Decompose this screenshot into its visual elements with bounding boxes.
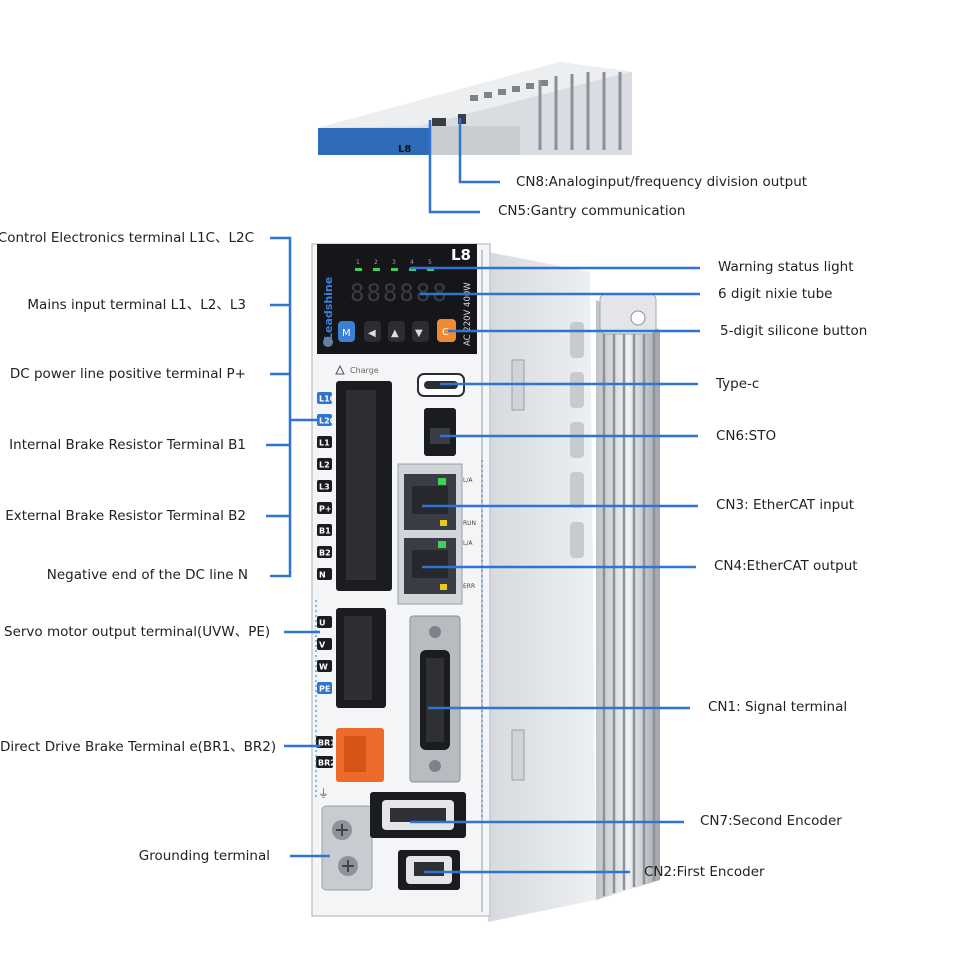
status-led xyxy=(355,268,362,271)
port-led-label: L/A xyxy=(463,540,473,547)
svg-text:▼: ▼ xyxy=(415,328,423,339)
led-number: 1 xyxy=(356,259,360,266)
svg-text:P+: P+ xyxy=(319,505,332,514)
svg-text:V: V xyxy=(319,641,326,650)
terminal-tag: L2 xyxy=(317,458,332,470)
status-led xyxy=(409,268,416,271)
svg-text:L1: L1 xyxy=(319,439,330,448)
label-dc-negative: Negative end of the DC line N xyxy=(46,567,248,583)
down-button[interactable] xyxy=(412,321,429,342)
charge-label: Charge xyxy=(350,366,379,375)
label-external-brake-resistor: External Brake Resistor Terminal B2 xyxy=(5,508,246,524)
terminal-tag: P+ xyxy=(317,502,332,514)
svg-text:B1: B1 xyxy=(319,527,331,536)
label-cn3: CN3: EtherCAT input xyxy=(716,497,855,513)
grounding-terminal xyxy=(321,805,373,891)
svg-text:L2: L2 xyxy=(319,461,330,470)
label-cn6: CN6:STO xyxy=(716,428,777,444)
terminal-tag: PE xyxy=(317,682,332,694)
label-cn4: CN4:EtherCAT output xyxy=(714,558,858,574)
svg-text:BR2: BR2 xyxy=(318,759,336,768)
led-number: 5 xyxy=(428,259,432,266)
callout-bracket-power xyxy=(270,236,292,578)
svg-text:⏚: ⏚ xyxy=(318,787,329,800)
label-silicone-button: 5-digit silicone button xyxy=(720,323,868,339)
svg-text:B2: B2 xyxy=(319,549,331,558)
label-cn8: CN8:Analoginput/frequency division outpu… xyxy=(516,174,808,190)
led-number: 3 xyxy=(392,259,396,266)
label-cn2: CN2:First Encoder xyxy=(644,864,765,880)
label-cn7: CN7:Second Encoder xyxy=(700,813,842,829)
status-led xyxy=(391,268,398,271)
label-motor-output: Servo motor output terminal(UVW、PE) xyxy=(4,624,271,640)
port-led-label: RUN xyxy=(463,520,476,527)
up-button[interactable] xyxy=(388,321,405,342)
svg-text:N: N xyxy=(319,571,326,580)
terminal-tag: BR2 xyxy=(316,756,336,768)
terminal-tag: N xyxy=(317,568,332,580)
callout-line-cn5 xyxy=(428,120,480,214)
terminal-tag: W xyxy=(317,660,332,672)
rating-text: AC 220V 400W xyxy=(463,282,473,346)
svg-text:L1C: L1C xyxy=(319,395,336,404)
svg-text:C: C xyxy=(442,327,449,338)
label-brake-terminal: Direct Drive Brake Terminal e(BR1、BR2) xyxy=(0,739,277,755)
label-mains-input: Mains input terminal L1、L2、L3 xyxy=(27,297,246,313)
terminal-tag: L1 xyxy=(317,436,332,448)
terminal-tag: L3 xyxy=(317,480,332,492)
label-warning-light: Warning status light xyxy=(718,259,854,275)
top-model-text: L8 xyxy=(398,144,411,155)
set-button[interactable] xyxy=(437,319,456,342)
brand-text: Leadshine xyxy=(322,277,335,340)
label-control-electronics: Control Electronics terminal L1C、L2C xyxy=(0,230,254,246)
terminal-tag: L2C xyxy=(317,414,336,426)
port-led-label: L/A xyxy=(463,477,473,484)
button-row: M ◀ ▲ ▼ C xyxy=(338,319,456,342)
callout-lines xyxy=(266,118,700,874)
svg-text:L3: L3 xyxy=(319,483,330,492)
left-button[interactable] xyxy=(364,321,381,342)
svg-text:▲: ▲ xyxy=(391,328,399,339)
terminal-tag: L1C xyxy=(317,392,336,404)
status-led xyxy=(427,268,434,271)
top-view: L8 xyxy=(318,62,632,155)
warning-status-leds: 1 2 3 4 5 xyxy=(355,259,434,271)
label-internal-brake-resistor: Internal Brake Resistor Terminal B1 xyxy=(9,437,246,453)
terminal-tag: BR1 xyxy=(316,736,336,748)
label-nixie-tube: 6 digit nixie tube xyxy=(718,286,833,302)
terminal-tag: B1 xyxy=(317,524,332,536)
label-dc-positive: DC power line positive terminal P+ xyxy=(9,366,246,382)
heatsink xyxy=(376,252,660,922)
status-led xyxy=(373,268,380,271)
svg-text:PE: PE xyxy=(319,685,330,694)
terminal-tag: V xyxy=(317,638,332,650)
led-number: 2 xyxy=(374,259,378,266)
svg-text:◀: ◀ xyxy=(368,328,376,339)
callout-line-cn8 xyxy=(458,118,500,184)
led-number: 4 xyxy=(410,259,414,266)
label-cn1: CN1: Signal terminal xyxy=(708,699,848,715)
svg-text:BR1: BR1 xyxy=(318,739,336,748)
terminal-tag: B2 xyxy=(317,546,332,558)
label-typec: Type-c xyxy=(716,376,760,392)
svg-text:L2C: L2C xyxy=(319,417,336,426)
mode-button[interactable] xyxy=(338,321,355,342)
label-grounding: Grounding terminal xyxy=(138,848,270,864)
port-led-label: ERR xyxy=(463,583,475,590)
svg-text:W: W xyxy=(319,663,328,672)
svg-text:U: U xyxy=(319,619,326,628)
label-cn5: CN5:Gantry communication xyxy=(498,203,686,219)
model-text: L8 xyxy=(451,246,471,264)
svg-text:M: M xyxy=(342,328,351,339)
terminal-tag: U xyxy=(317,616,332,628)
